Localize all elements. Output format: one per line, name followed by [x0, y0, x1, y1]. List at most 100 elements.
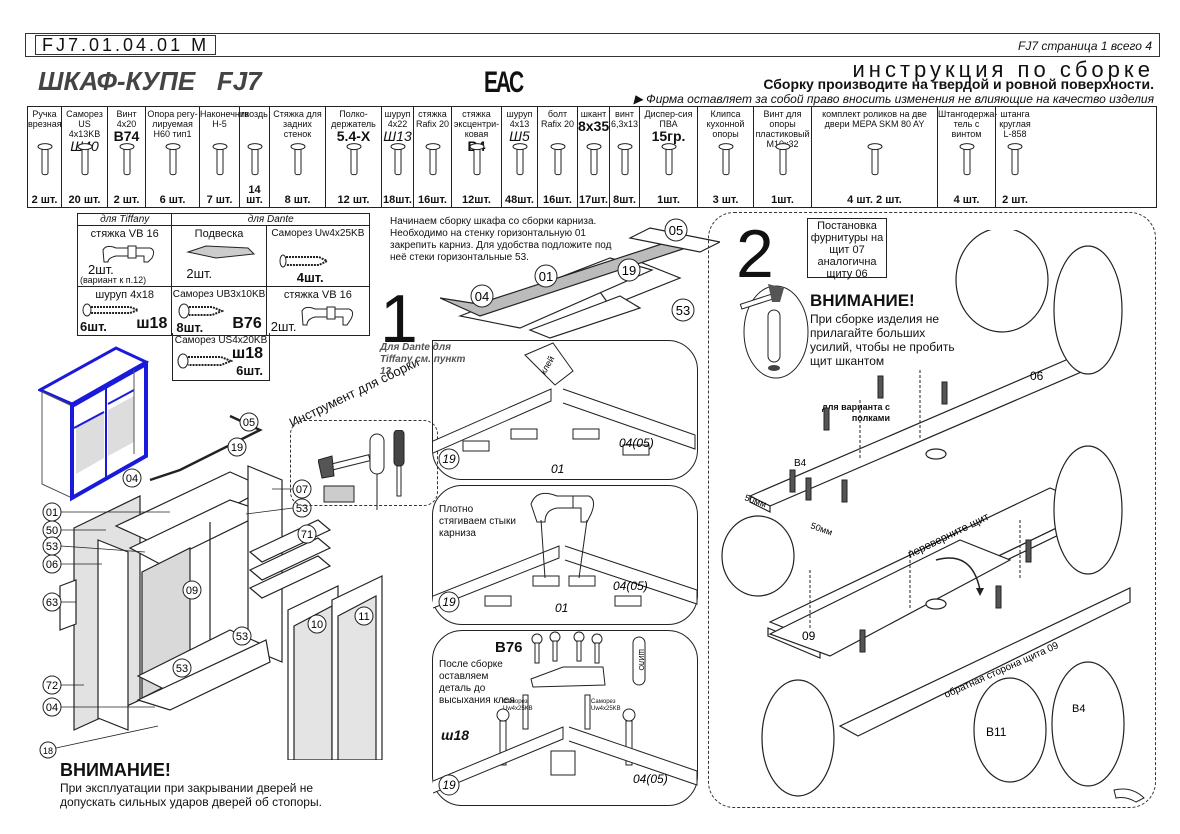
main-title: ШКАФ-КУПЕ FJ7 — [38, 66, 262, 96]
clamp-text: Плотно стягиваем стыки карниза — [439, 504, 516, 539]
part-label-19: 19 — [231, 442, 243, 454]
part-label-71: 71 — [301, 529, 313, 541]
hardware-name: гвоздь — [241, 109, 268, 119]
screw-icon — [388, 143, 408, 179]
cam-connector-icon — [530, 492, 595, 523]
hardware-code: Ш5 — [509, 128, 530, 144]
instruction-note: ▶ Фирма оставляет за собой право вносить… — [633, 92, 1154, 106]
part-label-04: 04 — [46, 702, 58, 714]
hardware-item: Саморез US 4x13KBШ4020 шт. — [62, 107, 108, 207]
step-1-screw-panel: B76 После сборке оставляем деталь до выс… — [432, 630, 698, 806]
step-1-number: 1 — [380, 281, 418, 357]
rafix-bolt-icon — [548, 143, 568, 179]
b4-detail-label: B4 — [1072, 703, 1085, 715]
cam-connector-icon — [102, 245, 155, 263]
screw-label-right: Саморез Uw4x25KB — [591, 699, 621, 712]
part-label-10: 10 — [311, 619, 323, 631]
step-2-panel — [708, 212, 1156, 808]
hardware-qty: 14 шт. — [246, 184, 263, 206]
screw-icon — [75, 143, 95, 179]
hardware-code: 15гр. — [651, 128, 686, 144]
awl-label: ШИЛО — [637, 649, 644, 671]
part-04: 04 — [475, 289, 489, 304]
step-2-warning-title: ВНИМАНИЕ! — [810, 291, 915, 310]
part-19-b: 19 — [442, 595, 456, 609]
hardware-qty: 2 шт. — [113, 194, 140, 206]
next-page-arrow-icon — [1113, 788, 1145, 803]
document-code: FJ7.01.04.01 M — [35, 35, 217, 55]
part-label-50: 50 — [46, 525, 58, 537]
cam-lock-icon — [467, 143, 487, 179]
sub-cell-uw4x25: Саморез Uw4x25KB 4шт. — [271, 228, 365, 285]
sub-cell-hanger: Подвеска 2шт. — [172, 226, 267, 286]
part-04-05-a: 04(05) — [619, 436, 654, 450]
sub-cell-vb16-dante: стяжка VB 16 2шт. — [267, 287, 369, 335]
screw-joint-illustration: ШИЛО 19 04(05) — [432, 631, 698, 796]
sub-cell-vb16: стяжка VB 16 2шт. (вариант к п.12) — [78, 226, 173, 286]
part-01-a: 01 — [551, 462, 564, 476]
screwdriver-icon — [393, 430, 405, 497]
screw-icon — [82, 303, 141, 317]
end-cap-icon — [210, 143, 230, 179]
hardware-name: винт 6,3x13 — [610, 109, 639, 129]
part-label-01: 01 — [46, 507, 58, 519]
part-label-53: 53 — [46, 541, 58, 553]
part-19-a: 19 — [442, 452, 456, 466]
part-01: 01 — [539, 269, 553, 284]
hardware-name: Саморез US 4x13KB — [66, 109, 103, 139]
page-info: FJ7 страница 1 всего 4 — [1018, 39, 1152, 53]
tiffany-header: для Tiffany — [78, 214, 173, 226]
dowel-icon — [767, 309, 781, 371]
glue-joint-illustration: клей 19 04(05) 01 — [432, 342, 696, 476]
dowel-icon — [584, 143, 604, 179]
hardware-qty: 4 шт. — [953, 194, 980, 206]
part-label-09: 09 — [186, 585, 198, 597]
part-label-11: 11 — [358, 611, 369, 623]
step-2-box: Постановка фурнитуры на щит 07 аналогичн… — [807, 218, 887, 280]
hardware-item: комплект роликов на две двери MEPA SKM 8… — [812, 107, 938, 207]
glue-packet-icon — [659, 143, 679, 179]
step-2-number: 2 — [736, 216, 774, 292]
dante-header: для Dante — [247, 214, 294, 225]
part-label-53-bottom: 53 — [236, 631, 248, 643]
hardware-qty: 2 шт. — [31, 194, 58, 206]
part-01-b: 01 — [555, 601, 568, 615]
hardware-qty: 18шт. — [383, 194, 412, 206]
hardware-name: шкант — [580, 109, 607, 119]
hardware-qty: 48шт. — [505, 194, 534, 206]
play-arrow-icon: ▶ — [633, 92, 647, 106]
hardware-qty: 1шт. — [771, 194, 794, 206]
header-bar — [25, 33, 1160, 57]
shelf-pin-icon — [344, 143, 364, 179]
warning-text: При эксплуатации при закрывании дверей н… — [60, 781, 322, 809]
part-label-18: 18 — [43, 746, 53, 756]
part-label-05: 05 — [243, 417, 255, 429]
tools-illustration — [318, 430, 405, 510]
hardware-qty: 8шт. — [613, 194, 636, 206]
step-1-glue-panel: клей 19 04(05) 01 — [432, 340, 698, 480]
adjustable-foot-icon — [163, 143, 183, 179]
part-label-63: 63 — [46, 597, 58, 609]
hardware-name: болт Rafix 20 — [540, 109, 575, 129]
b4-label: B4 — [794, 458, 807, 469]
hardware-name: Диспер-сия ПВА — [644, 109, 693, 129]
hardware-name: Полко-держатель — [331, 109, 376, 129]
hardware-qty: 12шт. — [462, 194, 491, 206]
part-53: 53 — [676, 303, 690, 318]
bolt-icon — [773, 143, 793, 179]
instruction-title: инструкция по сборке — [852, 57, 1154, 82]
hardware-name: шуруп 4x22 — [384, 109, 411, 129]
hardware-name: комплект роликов на две двери MEPA SKM 8… — [822, 109, 927, 129]
